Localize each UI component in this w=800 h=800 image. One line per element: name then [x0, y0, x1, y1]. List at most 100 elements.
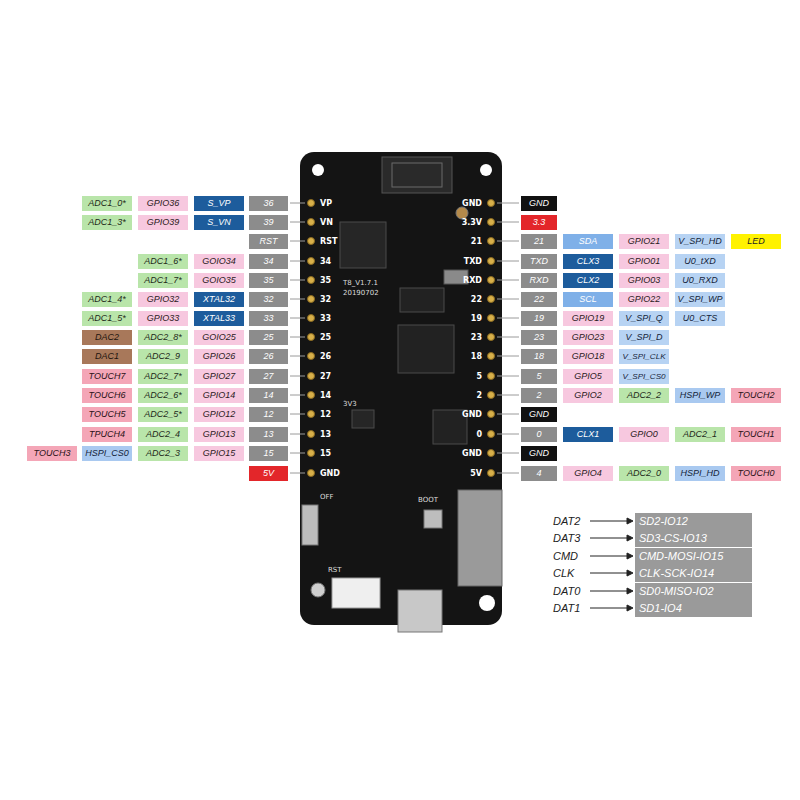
gpio-tag: GPIO2: [563, 388, 613, 403]
pin-label-text: CLK-SCK-IO14: [639, 567, 714, 579]
pin-label-text: GPIO12: [203, 409, 236, 419]
led-tag: LED: [731, 234, 781, 249]
pin-label-text: CMD-MOSI-IO15: [639, 550, 723, 562]
sd-pin-tag: CMD-MOSI-IO15: [635, 548, 752, 565]
pin-label-text: GPIO0: [630, 429, 658, 439]
pin-label-text: 32: [263, 294, 273, 304]
vspi-tag: U0_tXD: [675, 254, 725, 269]
gpio-tag: GPIO5: [563, 369, 613, 384]
pin-label-text: GPIO33: [147, 313, 180, 323]
touch-tag: TOUCH7: [82, 369, 132, 384]
pin-hole: [488, 411, 495, 418]
ground-tag: GND: [521, 407, 557, 422]
sd-signal-label: CMD: [553, 550, 578, 562]
pin-hole: [488, 315, 495, 322]
pin-label-text: V_SPI_HD: [678, 236, 722, 246]
sd-pin-tag: SD3-CS-IO13: [635, 530, 752, 547]
pin-hole: [488, 277, 495, 284]
pin-hole: [488, 334, 495, 341]
gpio-tag: GPIO13: [194, 427, 244, 442]
pin-number-tag: 18: [521, 349, 557, 364]
function-tag: S_VP: [194, 196, 244, 211]
touch-tag: TOUCH3: [27, 446, 77, 461]
pin-label-text: TXD: [530, 256, 548, 266]
pin-label-text: GPIO4: [574, 468, 602, 478]
pin-number-tag: RST: [249, 234, 288, 249]
gpio-tag: GOIO35: [194, 273, 244, 288]
gpio-tag: GPIO18: [563, 349, 613, 364]
micro-usb-port: [398, 590, 442, 632]
adc-tag: ADC2_9: [138, 349, 188, 364]
gpio-tag: GPIO19: [563, 311, 613, 326]
sd-pin-tag: SD2-IO12: [635, 513, 752, 530]
pin-number-tag: RXD: [521, 273, 557, 288]
pin-number-tag: 22: [521, 292, 557, 307]
adc-tag: ADC2_7*: [138, 369, 188, 384]
arrow-head: [627, 588, 633, 594]
silkscreen-pin-label: 26: [320, 352, 331, 361]
pin-label-text: V_SPI_CLK: [622, 352, 665, 361]
adc-tag: ADC2_1: [675, 427, 725, 442]
silkscreen-label: 3V3: [343, 400, 357, 408]
gpio-tag: GPIO33: [138, 311, 188, 326]
pin-label-text: ADC1_6*: [144, 256, 182, 266]
pin-label-text: S_VP: [207, 198, 230, 208]
pin-label-text: 2: [536, 390, 541, 400]
arrow-line: [590, 591, 628, 592]
vspi-tag: V_SPI_Q: [619, 311, 669, 326]
pin-number-tag: 15: [249, 446, 288, 461]
pin-label-text: GND: [529, 198, 549, 208]
pin-label-text: DAC1: [95, 351, 119, 361]
pin-label-text: GPIO5: [574, 371, 602, 381]
pin-label-text: 26: [263, 351, 273, 361]
pin-hole: [308, 450, 315, 457]
pin-label-text: ADC1_3*: [88, 217, 126, 227]
usb-uart-chip: [433, 410, 467, 444]
board-version: T8_V1.7.1: [343, 279, 378, 287]
pin-number-tag: 25: [249, 330, 288, 345]
pin-label-text: GOIO25: [202, 332, 236, 342]
pin-label-text: GPIO01: [628, 256, 661, 266]
pin-label-text: SD1-IO4: [639, 602, 682, 614]
adc-tag: ADC2_2: [619, 388, 669, 403]
sd-signal-label: DAT0: [553, 585, 580, 597]
pin-label-text: 0: [536, 429, 541, 439]
gpio-tag: GOIO25: [194, 330, 244, 345]
vspi-tag: U0_RXD: [675, 273, 725, 288]
touch-tag: TOUCH5: [82, 407, 132, 422]
pin-label-text: ADC2_0: [627, 468, 661, 478]
pin-number-tag: 23: [521, 330, 557, 345]
psram-chip: [400, 288, 444, 312]
vspi-tag: V_SPI_HD: [675, 234, 725, 249]
i2c-tag: SDA: [563, 234, 613, 249]
pin-number-tag: 2: [521, 388, 557, 403]
adc-tag: ADC2_6*: [138, 388, 188, 403]
arrow-line: [590, 538, 628, 539]
touch-tag: TPUCH4: [82, 427, 132, 442]
pin-label-text: GPIO39: [147, 217, 180, 227]
pin-label-text: GND: [529, 448, 549, 458]
pin-label-text: ADC2_1: [683, 429, 717, 439]
pin-number-tag: 5: [521, 369, 557, 384]
arrow-head: [627, 570, 633, 576]
pin-number-tag: 39: [249, 215, 288, 230]
pin-number-tag: 14: [249, 388, 288, 403]
pin-hole: [488, 258, 495, 265]
function-tag: CLX3: [563, 254, 613, 269]
arrow-head: [627, 605, 633, 611]
pcb-board: [300, 152, 502, 625]
antenna-connector: [456, 207, 468, 219]
pin-label-text: DAC2: [95, 332, 119, 342]
pin-label-text: GPIO21: [628, 236, 661, 246]
hspi-tag: HSPI_CS0: [82, 446, 132, 461]
pin-number-tag: 32: [249, 292, 288, 307]
pin-hole: [308, 200, 315, 207]
silkscreen-pin-label: 3.3V: [462, 218, 482, 227]
pin-label-text: ADC1_4*: [88, 294, 126, 304]
pin-label-text: V_SPI_D: [625, 332, 662, 342]
pin-hole: [488, 431, 495, 438]
pin-hole: [308, 373, 315, 380]
hspi-tag: HSPI_WP: [675, 388, 725, 403]
function-tag: XTAL33: [194, 311, 244, 326]
pin-number-tag: 36: [249, 196, 288, 211]
